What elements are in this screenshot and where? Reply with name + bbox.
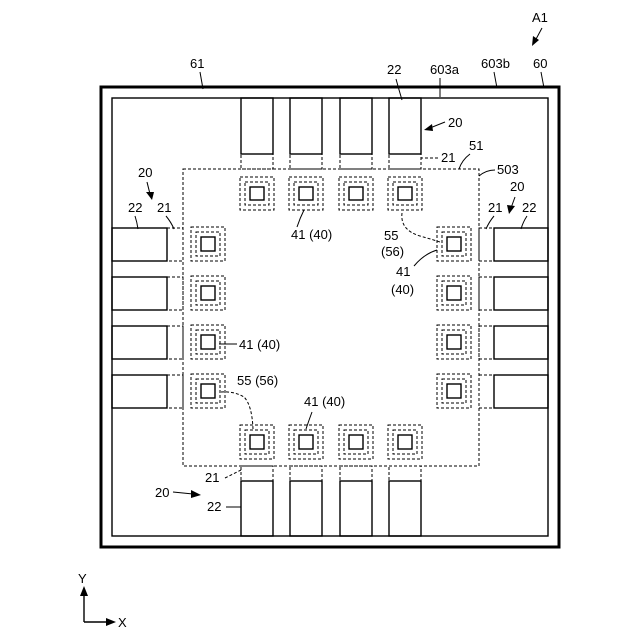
pad-bottom-3 (339, 425, 373, 459)
arrow-icon (424, 124, 433, 131)
bottom-terminals (241, 466, 421, 536)
terminal-right-end-1 (479, 228, 494, 261)
arrow-up-icon (80, 586, 88, 596)
pad-right-2 (437, 276, 471, 310)
terminal-right-1 (494, 228, 548, 261)
label-pad-top: 41 (40) (291, 227, 332, 242)
pad-top-3 (339, 177, 373, 210)
terminal-top-3 (340, 98, 372, 154)
label-bump-right-bottom: (56) (381, 244, 404, 259)
pad-left-3 (191, 325, 225, 359)
pad-top-4 (388, 177, 422, 210)
terminal-left-3 (112, 326, 167, 359)
terminal-top-end-2 (290, 154, 322, 169)
terminal-top-end-4 (389, 154, 421, 169)
electrode-pads (191, 177, 471, 459)
terminal-left-1 (112, 228, 167, 261)
terminal-top-end-3 (340, 154, 372, 169)
label-terminal-end-right: 21 (488, 200, 502, 215)
right-terminals (479, 228, 548, 408)
label-terminal-end-bottom: 21 (205, 470, 219, 485)
terminal-right-end-4 (479, 375, 494, 408)
package-inner-frame (112, 98, 548, 536)
label-pad-right-bottom: (40) (391, 282, 414, 297)
terminal-right-end-2 (479, 277, 494, 310)
label-terminal-body-bottom: 22 (207, 499, 221, 514)
terminal-left-2 (112, 277, 167, 310)
label-terminal-end-left: 21 (157, 200, 171, 215)
label-terminal-top: 20 (448, 115, 462, 130)
terminal-left-4 (112, 375, 167, 408)
pad-left-1 (191, 227, 225, 261)
terminal-top-1 (241, 98, 273, 154)
terminal-top-end-1 (241, 154, 273, 169)
terminal-left-end-4 (167, 375, 183, 408)
label-die-region: 51 (469, 138, 483, 153)
label-terminal-body-top: 22 (387, 62, 401, 77)
label-pad-bottom: 41 (40) (304, 394, 345, 409)
pad-bottom-1 (240, 425, 274, 459)
label-outer-edge: 603b (481, 56, 510, 71)
label-terminal-bottom: 20 (155, 485, 169, 500)
label-bump-right-top: 55 (384, 228, 398, 243)
label-pad-right-top: 41 (396, 264, 410, 279)
label-pad-left: 41 (40) (239, 337, 280, 352)
arrow-icon (191, 490, 201, 498)
terminal-top-4 (389, 98, 421, 154)
axis-y-label: Y (78, 571, 87, 586)
label-inner-edge: 603a (430, 62, 460, 77)
label-terminal-right: 20 (510, 179, 524, 194)
left-terminals (112, 228, 183, 408)
label-bump-left: 55 (56) (237, 373, 278, 388)
arrow-icon (146, 192, 154, 200)
label-terminal-body-right: 22 (522, 200, 536, 215)
axis-x-label: X (118, 615, 127, 630)
terminal-bottom-1 (241, 481, 273, 536)
terminal-bottom-3 (340, 481, 372, 536)
terminal-left-end-2 (167, 277, 183, 310)
pad-right-3 (437, 325, 471, 359)
pad-top-1 (240, 177, 274, 210)
label-terminal-end-top: 21 (441, 150, 455, 165)
pad-right-1 (437, 227, 471, 261)
terminal-bottom-end-4 (389, 466, 421, 481)
arrow-icon (507, 205, 515, 214)
pad-right-4 (437, 374, 471, 408)
label-terminal-body-left: 22 (128, 200, 142, 215)
arrow-icon (532, 36, 539, 46)
pad-bottom-4 (388, 425, 422, 459)
label-resin: 61 (190, 56, 204, 71)
axis-indicator: Y X (78, 571, 127, 630)
terminal-top-2 (290, 98, 322, 154)
terminal-bottom-end-3 (340, 466, 372, 481)
label-terminal-left: 20 (138, 165, 152, 180)
terminal-bottom-4 (389, 481, 421, 536)
pad-left-2 (191, 276, 225, 310)
label-die-edge: 503 (497, 162, 519, 177)
pad-bottom-2 (289, 425, 323, 459)
terminal-right-4 (494, 375, 548, 408)
terminal-left-end-3 (167, 326, 183, 359)
package-outer-frame (101, 87, 559, 547)
terminal-right-3 (494, 326, 548, 359)
terminal-bottom-2 (290, 481, 322, 536)
terminal-right-end-3 (479, 326, 494, 359)
arrow-right-icon (106, 618, 116, 626)
pad-top-2 (289, 177, 323, 210)
pad-left-4 (191, 374, 225, 408)
figure-ref-label: A1 (532, 10, 548, 25)
label-package: 60 (533, 56, 547, 71)
top-terminals (241, 98, 421, 169)
terminal-bottom-end-1 (241, 466, 273, 481)
terminal-bottom-end-2 (290, 466, 322, 481)
terminal-left-end-1 (167, 228, 183, 261)
die-region-outline (183, 169, 479, 466)
terminal-right-2 (494, 277, 548, 310)
